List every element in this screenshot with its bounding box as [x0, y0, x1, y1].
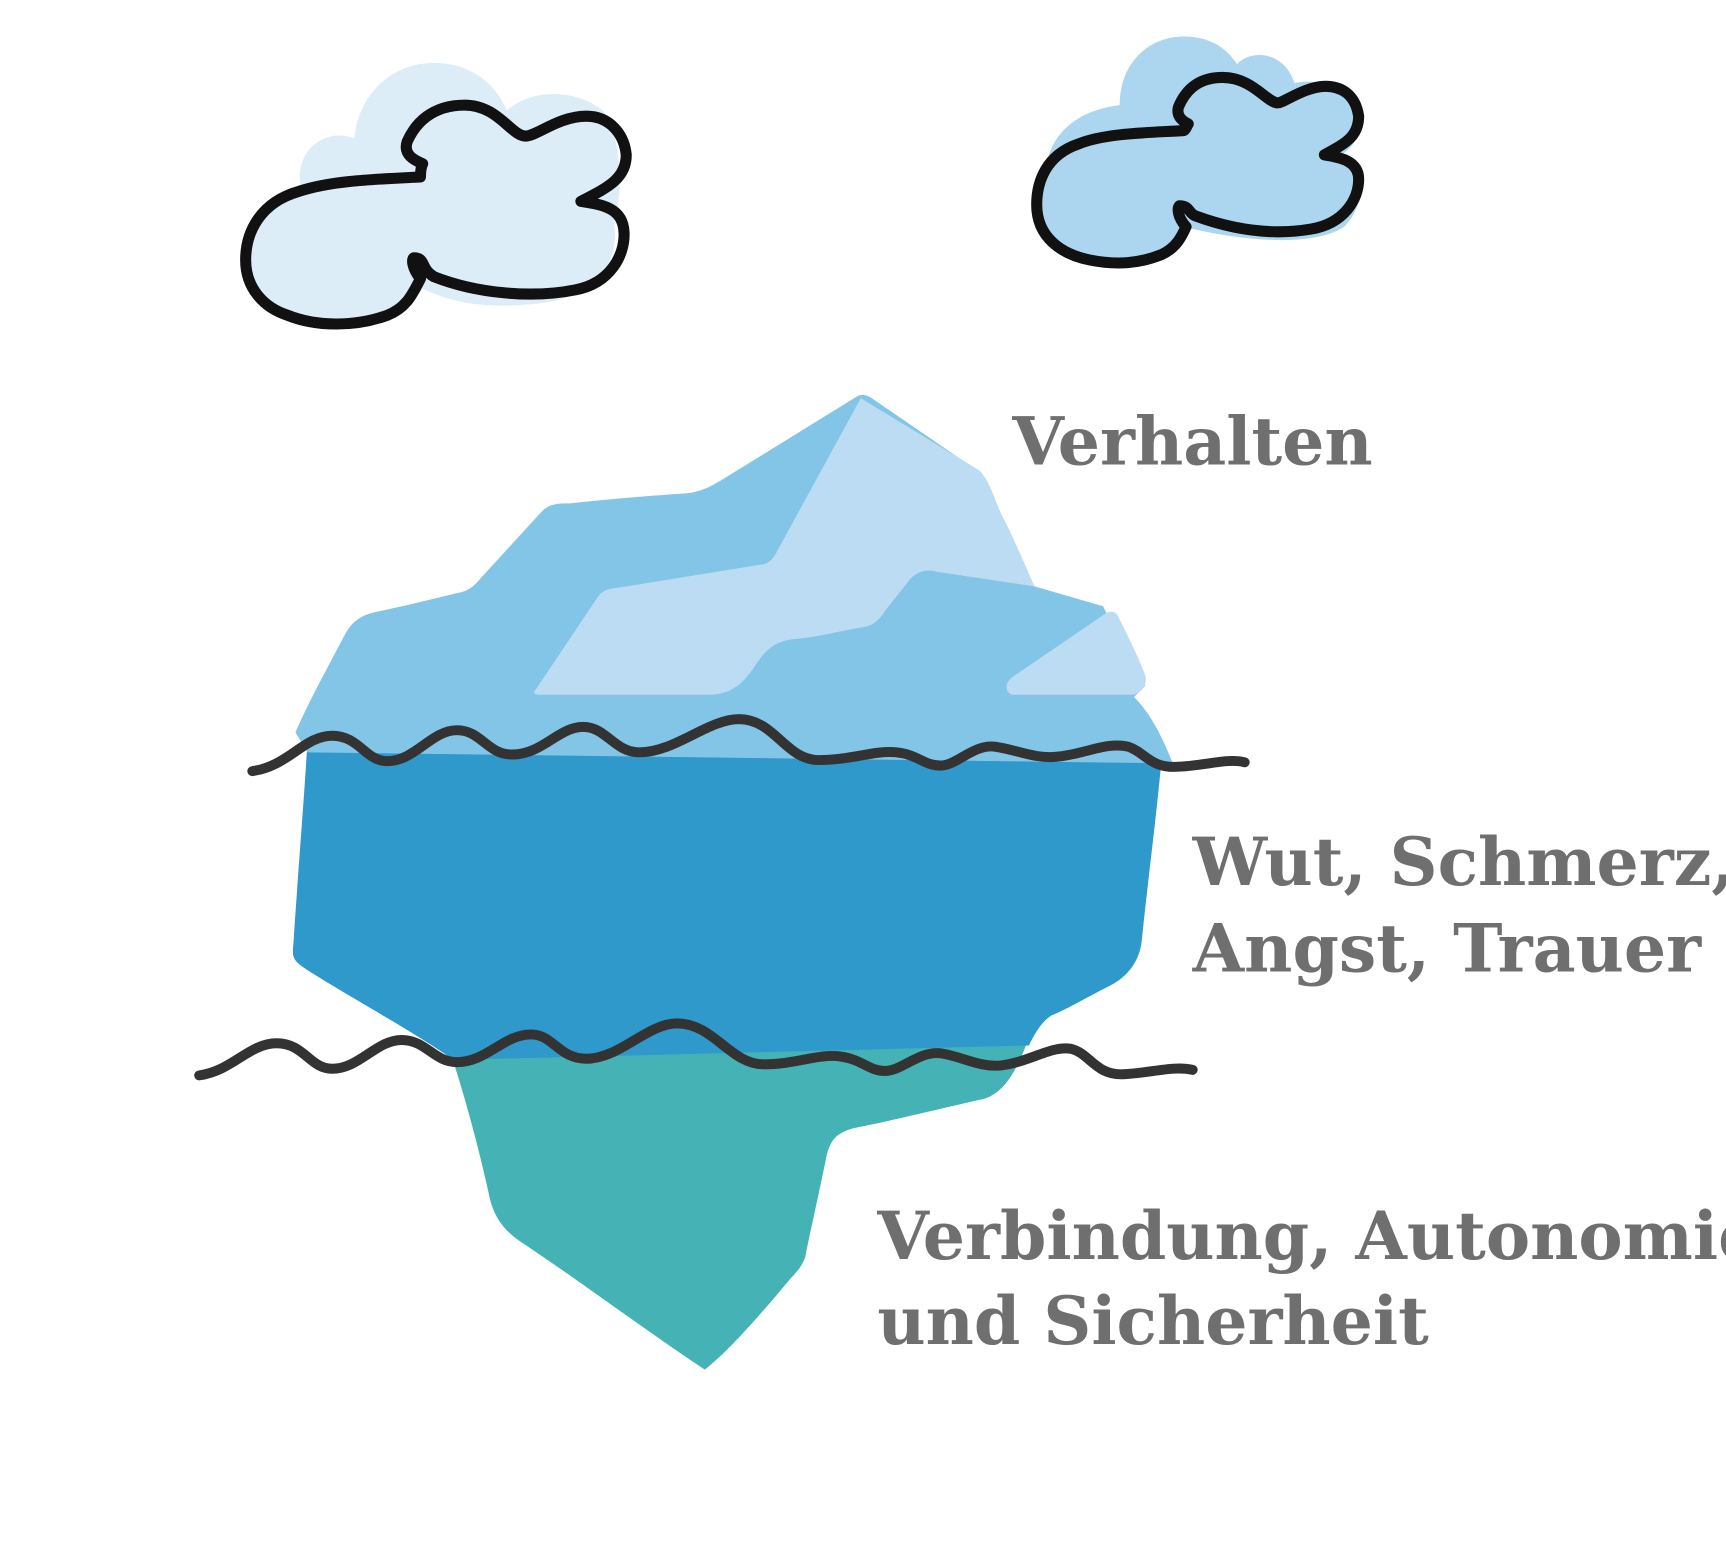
iceberg-facet-small [1006, 611, 1146, 695]
label-needs-line2: und Sicherheit [877, 1282, 1429, 1360]
deep-water-wave [194, 1018, 1198, 1081]
cloud-left-icon [240, 62, 632, 330]
label-behavior: Verhalten [1011, 403, 1372, 481]
label-needs-line1: Verbindung, Autonomie [876, 1197, 1726, 1275]
cloud-right-icon [1031, 36, 1365, 269]
label-emotions-line1: Wut, Schmerz, [1192, 823, 1726, 901]
iceberg-middle-part [292, 739, 1162, 1060]
iceberg-facet [534, 398, 1035, 695]
label-emotions-line2: Angst, Trauer [1192, 909, 1702, 987]
iceberg-deep-part [448, 1023, 1035, 1370]
water-surface-wave [247, 714, 1250, 777]
